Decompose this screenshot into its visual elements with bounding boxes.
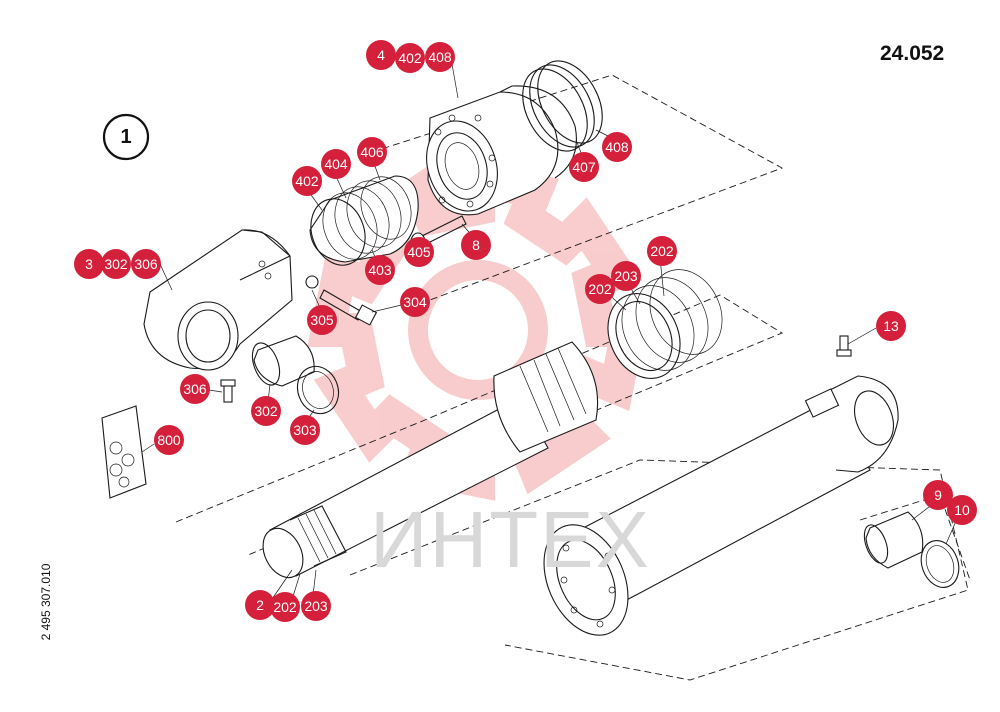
callout-408[interactable]: 408 [602,132,632,162]
group-marker-circle [102,113,150,161]
svg-text:305: 305 [310,312,334,328]
callout-202-bot[interactable]: 202 [270,592,300,622]
svg-text:404: 404 [324,156,348,172]
svg-text:306: 306 [134,256,158,272]
seal-kit-bag-800 [101,405,147,499]
callout-13[interactable]: 13 [876,311,906,341]
rod-eye-housing [143,229,293,371]
callout-4[interactable]: 4 [366,40,396,70]
grease-nipple-306 [220,379,236,403]
seal-rings-407-408 [522,60,603,152]
svg-text:202: 202 [588,281,612,297]
svg-text:202: 202 [273,599,297,615]
callout-8[interactable]: 8 [461,230,491,260]
callout-3[interactable]: 3 [74,249,104,279]
callout-402-top[interactable]: 402 [395,43,425,73]
svg-text:4: 4 [377,47,385,63]
svg-text:402: 402 [295,173,319,189]
callout-306[interactable]: 306 [180,374,210,404]
svg-text:202: 202 [650,243,674,259]
callout-bubbles: 4 402 408 406 404 402 403 405 8 407 408 … [74,40,977,622]
svg-text:2: 2 [256,597,264,613]
callout-402[interactable]: 402 [292,166,322,196]
bushing-9 [863,511,960,588]
callout-306-left[interactable]: 306 [131,249,161,279]
watermark-text: ИНТЕХ [370,495,651,584]
callout-406[interactable]: 406 [357,137,387,167]
callout-203-bot[interactable]: 203 [301,591,331,621]
callout-407[interactable]: 407 [569,152,599,182]
svg-text:9: 9 [934,487,942,503]
drawing-number: 2 495 307.010 [39,563,53,641]
svg-text:302: 302 [104,256,128,272]
svg-text:406: 406 [360,144,384,160]
svg-text:3: 3 [85,256,93,272]
callout-9[interactable]: 9 [923,480,953,510]
callout-2[interactable]: 2 [245,590,275,620]
cylinder-tube [543,375,899,636]
svg-text:303: 303 [293,422,317,438]
svg-text:304: 304 [403,294,427,310]
callout-203-top[interactable]: 203 [611,261,641,291]
callout-304[interactable]: 304 [400,287,430,317]
svg-text:402: 402 [398,50,422,66]
group-marker-label: 1 [120,126,132,148]
callout-302-left[interactable]: 302 [101,249,131,279]
svg-text:403: 403 [368,262,392,278]
svg-text:405: 405 [407,244,431,260]
svg-text:408: 408 [428,49,452,65]
cylinder-head [426,85,577,216]
callout-800[interactable]: 800 [154,425,184,455]
document-code: 24.052 [880,42,945,65]
piston-seal-set [309,175,419,266]
callout-202-top[interactable]: 202 [647,236,677,266]
bolt-304 [305,275,378,326]
svg-text:203: 203 [304,598,328,614]
callout-404[interactable]: 404 [321,149,351,179]
bushing-302 [251,335,340,415]
callout-403[interactable]: 403 [365,255,395,285]
svg-text:306: 306 [183,381,207,397]
svg-text:203: 203 [614,268,638,284]
svg-text:13: 13 [883,318,899,334]
svg-text:8: 8 [472,237,480,253]
rod-seal-set-202-203 [607,269,723,379]
grease-nipple-13 [836,335,852,357]
callout-10[interactable]: 10 [947,495,977,525]
callout-303[interactable]: 303 [290,415,320,445]
callout-302[interactable]: 302 [251,396,281,426]
svg-text:10: 10 [954,502,970,518]
svg-text:302: 302 [254,403,278,419]
callout-405[interactable]: 405 [404,237,434,267]
callout-408-top[interactable]: 408 [425,42,455,72]
svg-text:800: 800 [157,432,181,448]
piston-rod [262,341,599,579]
callout-202-mid[interactable]: 202 [585,274,615,304]
callout-305[interactable]: 305 [307,305,337,335]
svg-text:408: 408 [605,139,629,155]
svg-text:407: 407 [572,159,596,175]
